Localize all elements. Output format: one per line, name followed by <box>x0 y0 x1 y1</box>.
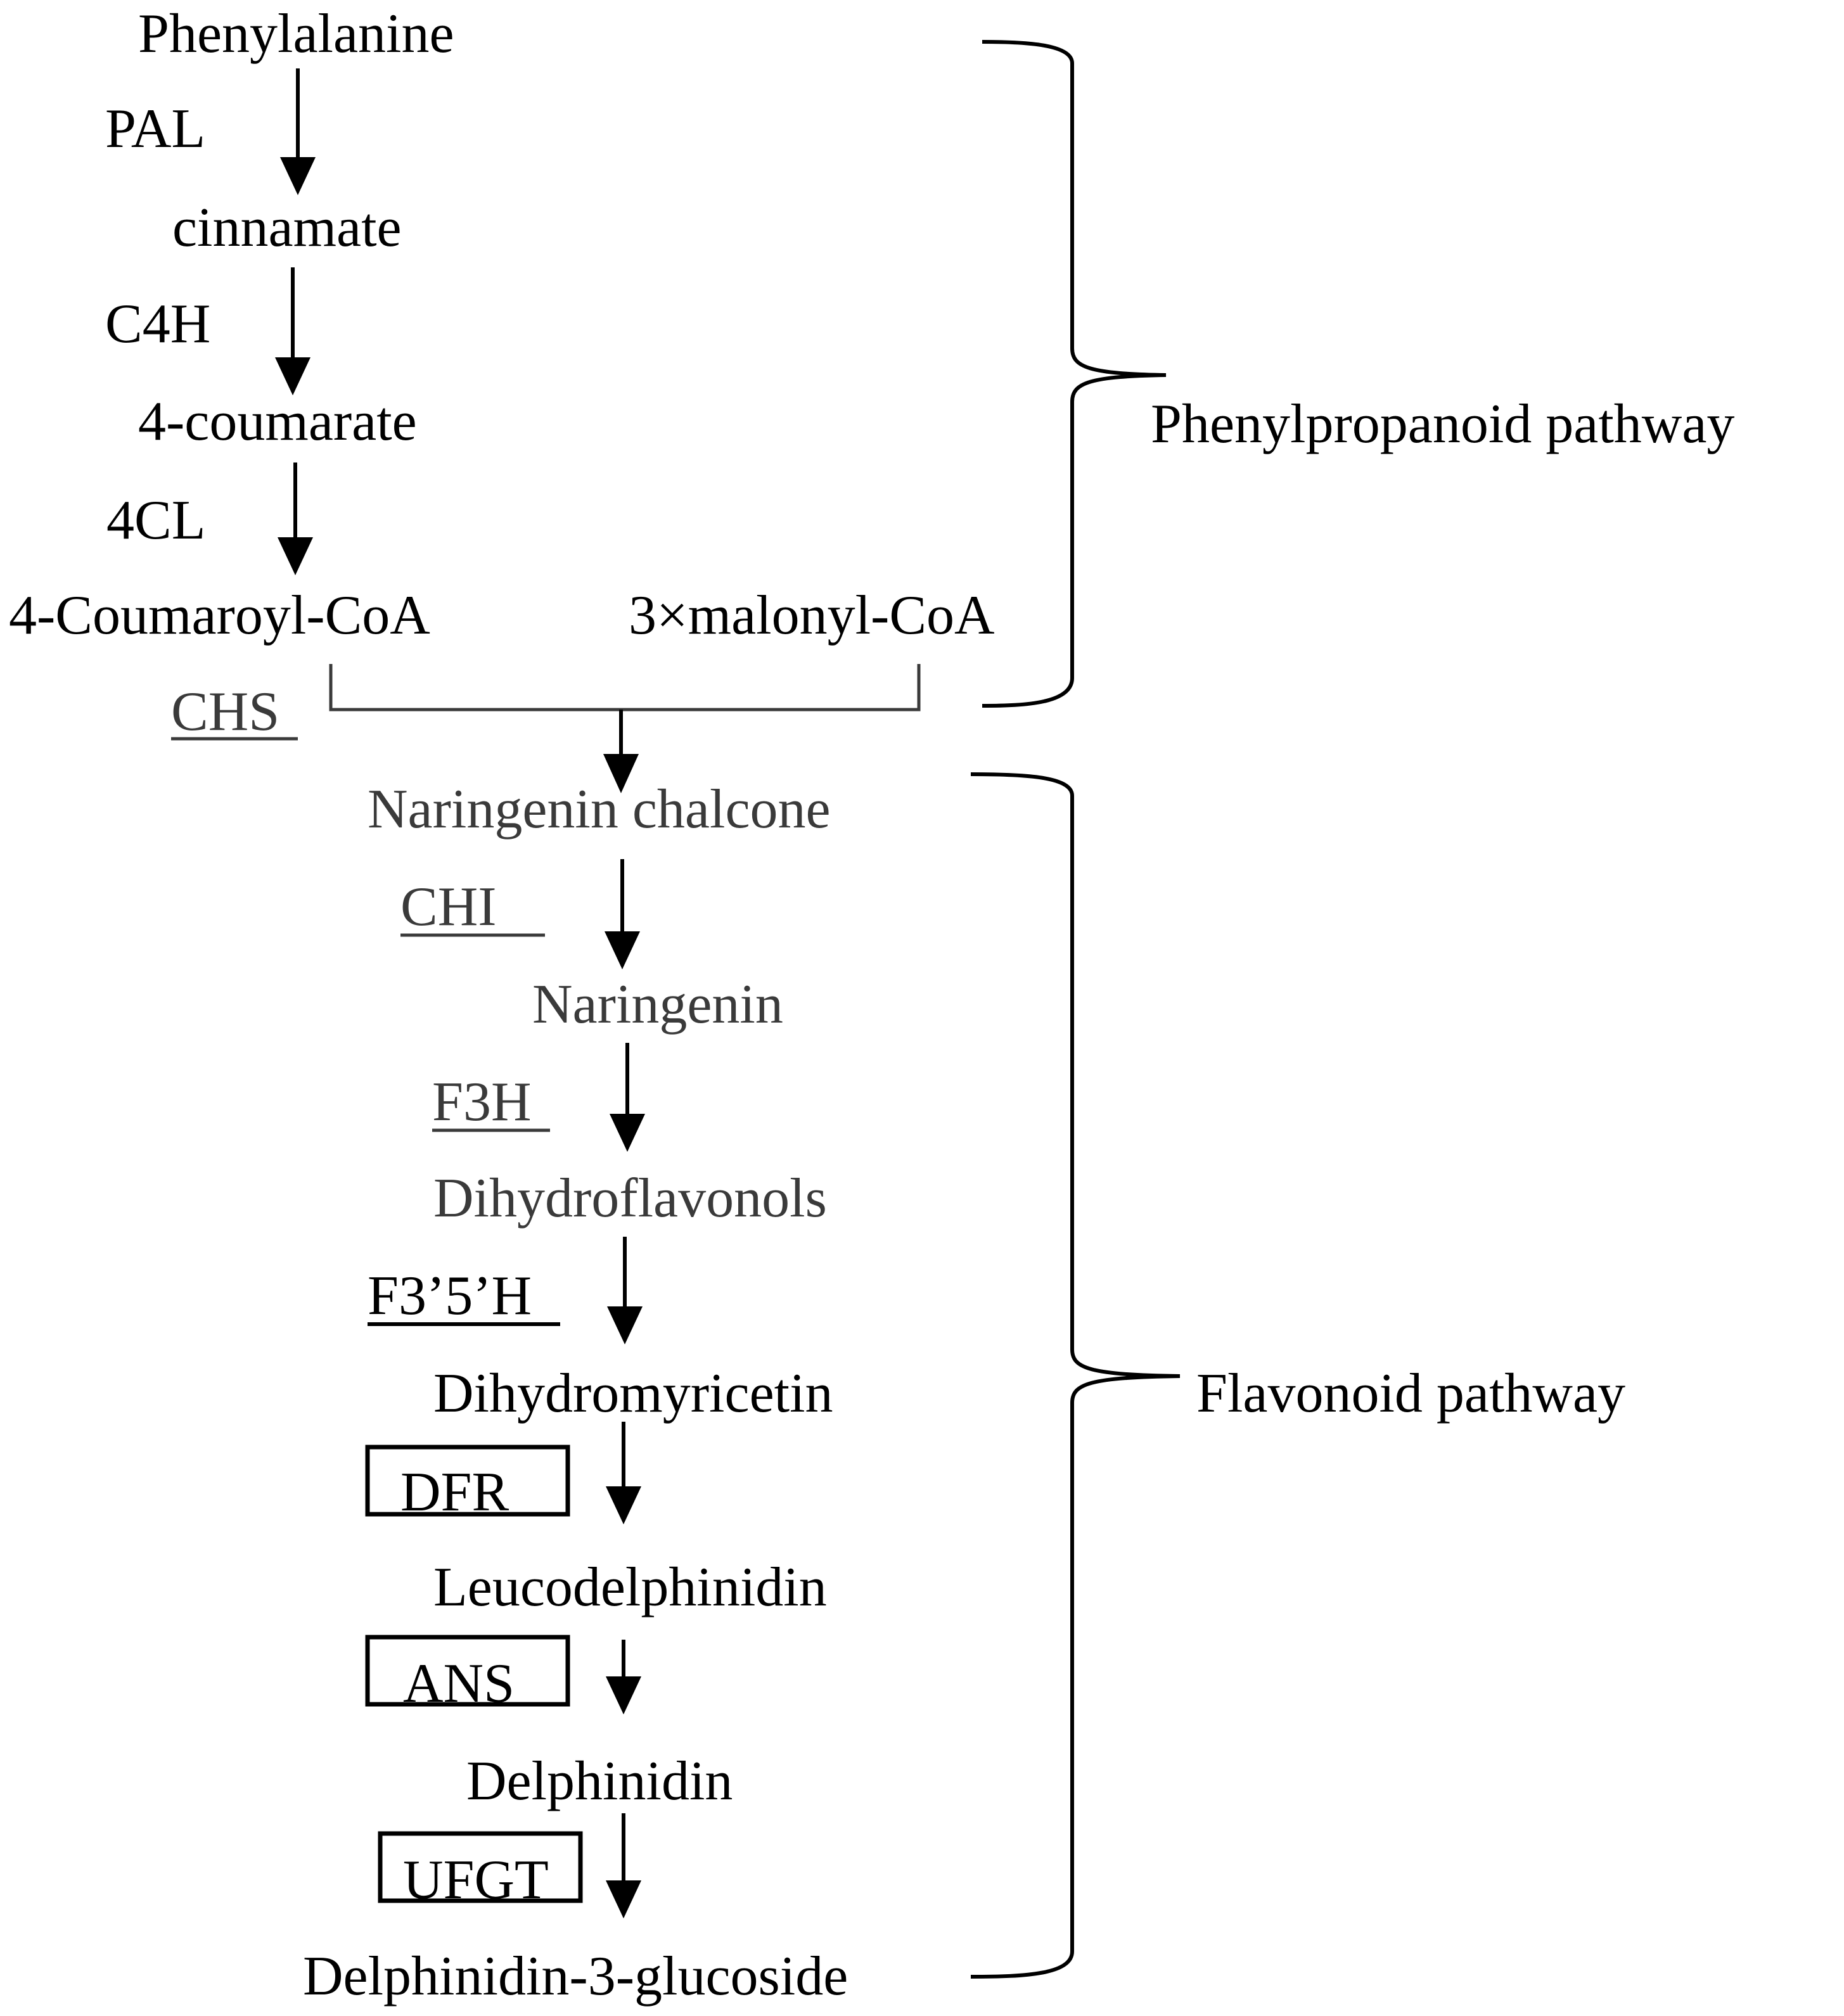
arrow-f3h <box>610 1043 645 1152</box>
enzyme-f35h: F3’5’H <box>368 1265 532 1327</box>
compound-delphinidin: Delphinidin <box>466 1751 733 1812</box>
arrow-dfr <box>606 1422 641 1524</box>
arrow-pal <box>280 68 316 195</box>
enzyme-pal: PAL <box>105 98 205 160</box>
enzyme-ufgt: UFGT <box>403 1849 549 1911</box>
compound-leucodelphinidin: Leucodelphinidin <box>433 1557 827 1618</box>
enzyme-4cl: 4CL <box>106 490 205 551</box>
compound-dihydromyricetin: Dihydromyricetin <box>433 1363 833 1424</box>
flavonoid-brace <box>970 772 1181 1979</box>
arrow-ufgt <box>606 1813 641 1918</box>
chs-junction <box>329 664 921 793</box>
enzyme-chs: CHS <box>171 681 279 743</box>
enzyme-ans-box <box>365 1635 570 1707</box>
arrow-ans <box>606 1640 641 1714</box>
pathway-label-phenylpropanoid: Phenylpropanoid pathway <box>1151 393 1734 455</box>
arrow-f35h <box>607 1237 643 1344</box>
enzyme-ufgt-box <box>378 1831 583 1903</box>
compound-dihydroflavonols: Dihydroflavonols <box>433 1168 827 1229</box>
arrow-4cl <box>278 463 313 575</box>
compound-cinnamate: cinnamate <box>172 197 402 258</box>
enzyme-chi: CHI <box>400 876 497 938</box>
enzyme-f3h: F3H <box>432 1071 532 1133</box>
compound-malonyl-coa: 3×malonyl-CoA <box>629 585 995 646</box>
enzyme-dfr: DFR <box>400 1462 509 1523</box>
compound-naringenin-chalcone: Naringenin chalcone <box>368 779 831 840</box>
arrow-chi <box>605 859 640 969</box>
enzyme-dfr-box <box>365 1445 570 1517</box>
compound-4-coumaroyl-coa: 4-Coumaroyl-CoA <box>9 585 430 646</box>
arrow-c4h <box>275 267 311 395</box>
compound-delphinidin-3-glucoside: Delphinidin-3-glucoside <box>303 1946 848 2007</box>
enzyme-c4h: C4H <box>105 293 210 355</box>
compound-4-coumarate: 4-coumarate <box>138 391 417 452</box>
compound-naringenin: Naringenin <box>532 974 783 1035</box>
pathway-label-flavonoid: Flavonoid pathway <box>1196 1363 1625 1424</box>
compound-phenylalanine: Phenylalanine <box>138 3 454 65</box>
enzyme-ans: ANS <box>403 1653 515 1714</box>
phenylpropanoid-brace <box>982 40 1167 708</box>
